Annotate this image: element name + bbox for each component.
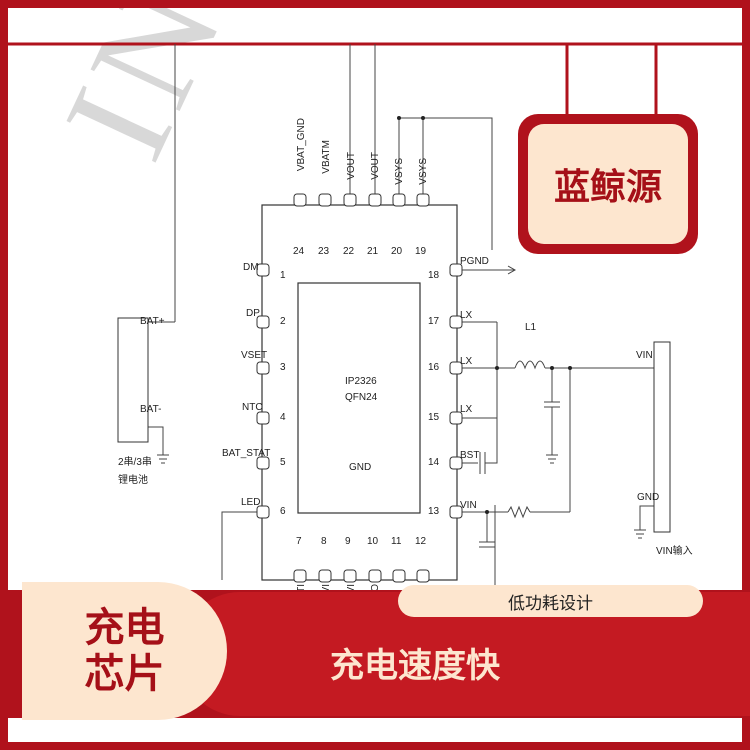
battery-neg: BAT- bbox=[140, 404, 162, 415]
pin-num-6: 6 bbox=[280, 506, 286, 517]
vin-gnd-label: GND bbox=[637, 492, 660, 503]
side-label-box: 充电 芯片 bbox=[22, 582, 227, 720]
brand-name: 蓝鲸源 bbox=[553, 167, 662, 208]
pin-label-13: VIN bbox=[460, 500, 477, 511]
pin-label-4: NTC bbox=[242, 402, 263, 413]
pin-label-14: BST bbox=[460, 450, 480, 461]
battery-symbol bbox=[117, 317, 149, 443]
pin-label-1: DM bbox=[243, 262, 259, 273]
vin-connector bbox=[653, 341, 671, 533]
pin-label-23: VBATM bbox=[321, 140, 332, 174]
pin-num-5: 5 bbox=[280, 457, 286, 468]
pin-num-17: 17 bbox=[428, 316, 440, 327]
chip-package: QFN24 bbox=[345, 392, 378, 403]
pin-label-18: PGND bbox=[460, 256, 489, 267]
feature-pill: 低功耗设计 bbox=[398, 585, 703, 617]
side-label: 充电 芯片 bbox=[84, 605, 165, 697]
inductor-label: L1 bbox=[525, 322, 537, 333]
pin-num-22: 22 bbox=[343, 246, 355, 257]
pin-num-4: 4 bbox=[280, 412, 286, 423]
pin-num-18: 18 bbox=[428, 270, 440, 281]
pin-num-7: 7 bbox=[296, 536, 302, 547]
pin-num-10: 10 bbox=[367, 536, 379, 547]
pin-num-14: 14 bbox=[428, 457, 440, 468]
pin-num-15: 15 bbox=[428, 412, 440, 423]
headline: 充电速度快 bbox=[330, 646, 500, 686]
pin-label-5: BAT_STAT bbox=[222, 448, 271, 459]
pin-label-15: LX bbox=[460, 404, 473, 415]
pin-num-12: 12 bbox=[415, 536, 427, 547]
pin-num-21: 21 bbox=[367, 246, 379, 257]
pin-num-20: 20 bbox=[391, 246, 403, 257]
chip-gnd: GND bbox=[349, 462, 372, 473]
pin-label-24: VBAT_GND bbox=[296, 118, 307, 172]
pin-num-1: 1 bbox=[280, 270, 286, 281]
pin-num-19: 19 bbox=[415, 246, 427, 257]
pin-label-19: VSYS bbox=[418, 158, 429, 185]
vin-caption: VIN输入 bbox=[656, 546, 693, 557]
pin-num-24: 24 bbox=[293, 246, 305, 257]
pin-num-9: 9 bbox=[345, 536, 351, 547]
pin-label-21: VOUT bbox=[370, 152, 381, 180]
vin-label: VIN bbox=[636, 350, 653, 361]
pin-label-2: DP bbox=[246, 308, 260, 319]
pin-label-3: VSET bbox=[241, 350, 268, 361]
battery-caption: 2串/3串 锂电池 bbox=[118, 457, 152, 486]
pin-num-16: 16 bbox=[428, 362, 440, 373]
pin-label-20: VSYS bbox=[394, 158, 405, 185]
pin-label-16: LX bbox=[460, 356, 473, 367]
pin-num-2: 2 bbox=[280, 316, 286, 327]
pin-num-11: 11 bbox=[391, 536, 402, 547]
pin-num-3: 3 bbox=[280, 362, 286, 373]
pin-label-17: LX bbox=[460, 310, 473, 321]
pin-label-6: LED bbox=[241, 497, 261, 508]
chip-outline bbox=[261, 204, 458, 581]
chip-name: IP2326 bbox=[345, 376, 377, 387]
pin-label-22: VOUT bbox=[346, 152, 357, 180]
battery-pos: BAT+ bbox=[140, 316, 165, 327]
pin-num-23: 23 bbox=[318, 246, 330, 257]
pin-num-8: 8 bbox=[321, 536, 327, 547]
chip-thermal-pad bbox=[297, 282, 421, 514]
brand-badge: 蓝鲸源 bbox=[528, 124, 688, 244]
pin-num-13: 13 bbox=[428, 506, 440, 517]
feature-pill-text: 低功耗设计 bbox=[508, 593, 593, 614]
